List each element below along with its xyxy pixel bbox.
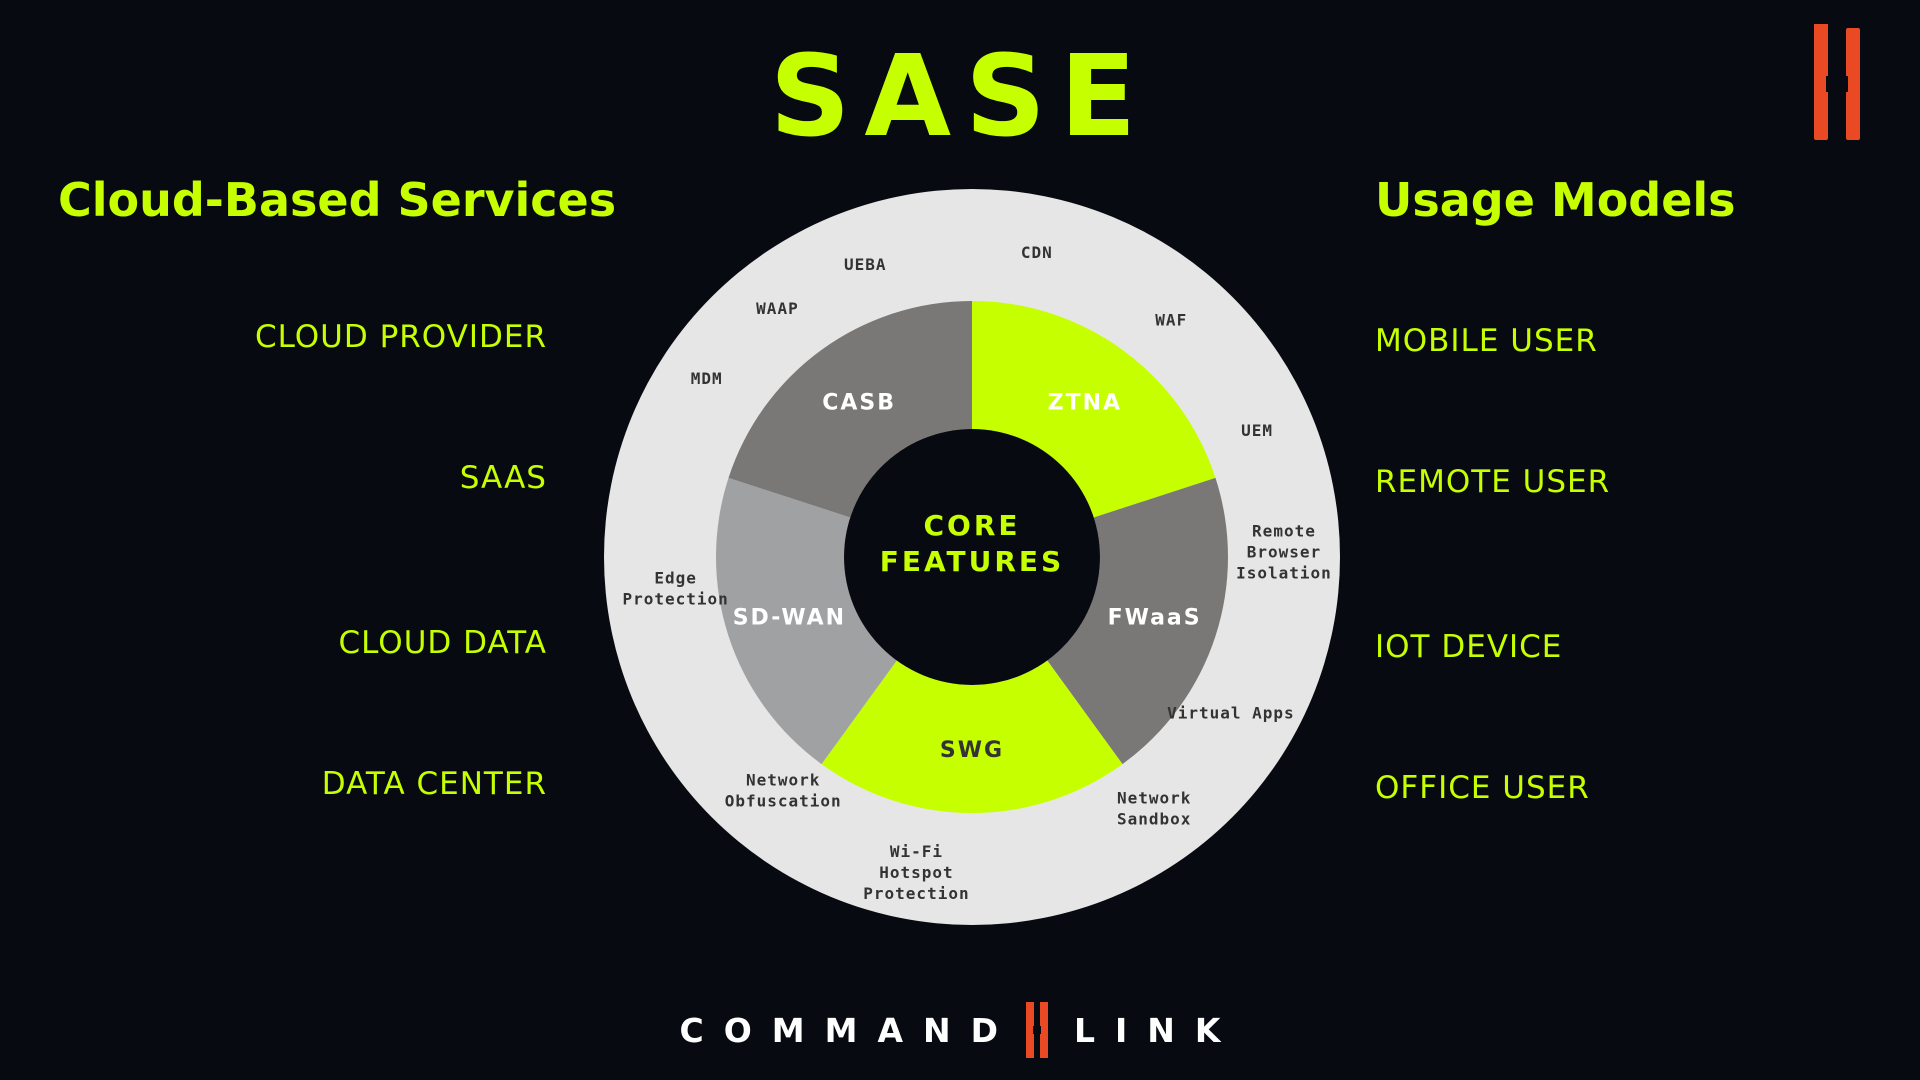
usage-models-heading: Usage Models [1375, 173, 1736, 227]
outer-feature-label: Browser [1247, 543, 1321, 562]
core-segment-label: ZTNA [1048, 391, 1122, 416]
footer-brand-link: LINK [1074, 1010, 1241, 1050]
footer-brand-command: COMMAND [679, 1010, 1018, 1050]
cloud-service-item: CLOUD DATA [338, 625, 547, 661]
core-segment-casb [728, 301, 972, 518]
outer-feature-label: Remote [1252, 522, 1316, 541]
cloud-services-heading: Cloud-Based Services [58, 173, 617, 227]
core-segment-sd-wan [716, 477, 897, 765]
outer-feature-label: Network [746, 771, 820, 790]
cloud-service-item: CLOUD PROVIDER [254, 319, 547, 355]
page-title: SASE [769, 32, 1151, 162]
brand-mark-icon [1026, 1002, 1048, 1058]
core-segment-label: SD-WAN [733, 605, 846, 630]
brand-logo-icon [1814, 24, 1860, 140]
core-segment-fwaas [1047, 477, 1228, 765]
outer-feature-label: UEM [1241, 421, 1273, 440]
outer-feature-label: Network [1117, 788, 1191, 807]
usage-model-item: REMOTE USER [1375, 464, 1611, 500]
outer-feature-label: Virtual Apps [1167, 704, 1295, 723]
core-segment-label: CASB [822, 391, 896, 416]
cloud-service-item: DATA CENTER [321, 766, 547, 802]
footer-brand: COMMAND LINK [0, 1000, 1920, 1060]
usage-model-item: MOBILE USER [1375, 323, 1598, 359]
cloud-service-item: SAAS [459, 460, 547, 496]
outer-feature-label: Obfuscation [725, 792, 842, 811]
outer-feature-label: Hotspot [879, 863, 953, 882]
center-label: CORE [923, 509, 1020, 542]
outer-feature-label: CDN [1021, 243, 1053, 262]
outer-feature-label: Protection [863, 884, 969, 903]
core-segment-label: FWaaS [1108, 605, 1202, 630]
outer-feature-label: Isolation [1236, 564, 1332, 583]
outer-feature-label: WAAP [756, 299, 799, 318]
outer-feature-label: Sandbox [1117, 809, 1191, 828]
center-hole [844, 429, 1100, 685]
outer-feature-label: Wi-Fi [890, 842, 943, 861]
center-label: FEATURES [880, 545, 1064, 578]
usage-model-item: OFFICE USER [1375, 770, 1590, 806]
outer-feature-label: Edge [654, 569, 697, 588]
core-segment-label: SWG [940, 738, 1004, 763]
usage-model-item: IOT DEVICE [1375, 629, 1563, 665]
outer-feature-label: MDM [691, 369, 723, 388]
outer-feature-label: WAF [1155, 311, 1187, 330]
core-segment-ztna [972, 301, 1216, 518]
outer-feature-label: UEBA [844, 255, 887, 274]
core-segment-swg [821, 660, 1123, 814]
outer-feature-label: Protection [622, 590, 728, 609]
